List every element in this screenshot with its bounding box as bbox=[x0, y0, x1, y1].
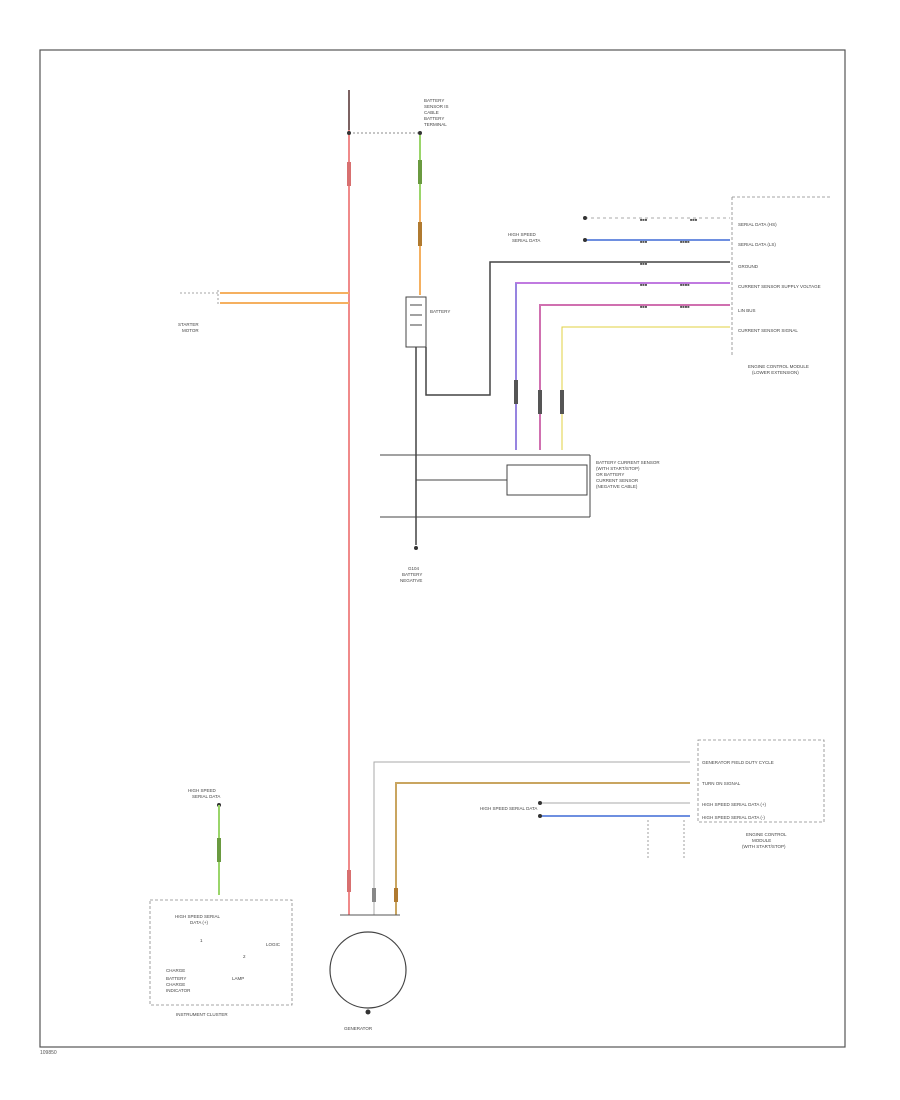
svg-text:■■■: ■■■ bbox=[640, 239, 648, 244]
current-sensor-signal-wire bbox=[561, 326, 730, 450]
ipc-title: INSTRUMENT CLUSTER bbox=[176, 1012, 228, 1017]
splice-dot bbox=[583, 238, 587, 242]
svg-text:■■■: ■■■ bbox=[640, 304, 648, 309]
ecm-row-label: SERIAL DATA (HS) bbox=[738, 222, 777, 227]
ipc-network-label: HIGH SPEED bbox=[188, 788, 217, 793]
ipc-inner-line: DATA (+) bbox=[190, 920, 208, 925]
battery-note-line: BATTERY bbox=[424, 116, 444, 121]
gen-module-rows: GENERATOR FIELD DUTY CYCLE TURN ON SIGNA… bbox=[702, 760, 774, 820]
splice-dot bbox=[418, 131, 422, 135]
wire-tag bbox=[372, 888, 376, 902]
svg-text:■■■: ■■■ bbox=[640, 261, 648, 266]
ecm-title: (LOWER EXTENSION) bbox=[752, 370, 799, 375]
ipc-misc: LOGIC bbox=[266, 942, 281, 947]
ipc-inner-line: HIGH SPEED SERIAL bbox=[175, 914, 221, 919]
battery-note-line: BATTERY bbox=[424, 98, 444, 103]
starter-label: MOTOR bbox=[182, 328, 199, 333]
svg-text:■■■■: ■■■■ bbox=[680, 239, 690, 244]
hs-network-label: SERIAL DATA bbox=[512, 238, 540, 243]
hs-network-label: HIGH SPEED bbox=[508, 232, 537, 237]
ipc-pin: 1 bbox=[200, 938, 203, 943]
wire-tag bbox=[538, 390, 542, 414]
ecm-row-label: SERIAL DATA (LS) bbox=[738, 242, 776, 247]
ipc-indicator: BATTERY bbox=[166, 976, 186, 981]
ground-label: BATTERY bbox=[402, 572, 422, 577]
sensor-label: (NEGATIVE CABLE) bbox=[596, 484, 638, 489]
gen-module-title: MODULE bbox=[752, 838, 771, 843]
ecm-title: ENGINE CONTROL MODULE bbox=[748, 364, 809, 369]
svg-text:■■■: ■■■ bbox=[690, 217, 698, 222]
gen-module-title: ENGINE CONTROL bbox=[746, 832, 787, 837]
battery-note-line: CABLE bbox=[424, 110, 439, 115]
generator-module-box bbox=[697, 739, 825, 823]
battery-note: BATTERY SENSOR IS CABLE BATTERY TERMINAL bbox=[424, 98, 449, 127]
sensor-element bbox=[506, 464, 588, 496]
battery-label: BATTERY bbox=[430, 309, 450, 314]
ipc-box bbox=[149, 899, 293, 1006]
wire-tag bbox=[560, 390, 564, 414]
ecm-row-label: LIN BUS bbox=[738, 308, 756, 313]
gen-row-label: TURN ON SIGNAL bbox=[702, 781, 741, 786]
diagram-frame bbox=[39, 49, 846, 1048]
ipc-indicator: INDICATOR bbox=[166, 988, 191, 993]
ecm-pin-markers: ■■■ ■■■ ■■■ ■■■■ ■■■ ■■■ ■■■■ ■■■ ■■■■ bbox=[640, 217, 698, 309]
wire-tag bbox=[514, 380, 518, 404]
battery-note-line: TERMINAL bbox=[424, 122, 447, 127]
ipc-misc: CHARGE bbox=[166, 968, 185, 973]
gen-row-label: HIGH SPEED SERIAL DATA (+) bbox=[702, 802, 767, 807]
splice-dot bbox=[347, 131, 351, 135]
current-sensor-supply-wire bbox=[515, 282, 730, 450]
wire-tag bbox=[347, 162, 351, 186]
wire-tag bbox=[418, 222, 422, 246]
sensor-label: CURRENT SENSOR bbox=[596, 478, 639, 483]
ground-label: G104 bbox=[408, 566, 420, 571]
ground-terminal bbox=[414, 546, 418, 550]
svg-text:■■■: ■■■ bbox=[640, 217, 648, 222]
ipc-pin: 2 bbox=[243, 954, 246, 959]
gen-row-label: GENERATOR FIELD DUTY CYCLE bbox=[702, 760, 774, 765]
generator-label: GENERATOR bbox=[344, 1026, 373, 1031]
gen-network-label: HIGH SPEED SERIAL DATA bbox=[480, 806, 537, 811]
ipc-indicator: CHARGE bbox=[166, 982, 185, 987]
gen-row-label: HIGH SPEED SERIAL DATA (-) bbox=[702, 815, 765, 820]
svg-text:■■■■: ■■■■ bbox=[680, 282, 690, 287]
generator-field-wire bbox=[373, 761, 690, 915]
sensor-label: BATTERY CURRENT SENSOR bbox=[596, 460, 660, 465]
ground-wire bbox=[425, 261, 730, 396]
generator-turn-on-wire bbox=[395, 782, 690, 915]
ground-label: NEGATIVE bbox=[400, 578, 422, 583]
splice-dot bbox=[538, 814, 542, 818]
splice-dot bbox=[583, 216, 587, 220]
splice-dot bbox=[538, 801, 542, 805]
ecm-rows: SERIAL DATA (HS) SERIAL DATA (LS) GROUND… bbox=[738, 222, 821, 333]
gen-module-title: (WITH START/STOP) bbox=[742, 844, 786, 849]
starter-label: STARTER bbox=[178, 322, 199, 327]
battery-note-line: SENSOR IS bbox=[424, 104, 449, 109]
ipc-network-label: SERIAL DATA bbox=[192, 794, 220, 799]
sensor-label: OR BATTERY bbox=[596, 472, 624, 477]
generator-symbol bbox=[329, 931, 407, 1009]
wire-tag bbox=[217, 838, 221, 862]
wire-tag bbox=[418, 160, 422, 184]
generator-ground bbox=[365, 1009, 371, 1015]
svg-text:■■■■: ■■■■ bbox=[680, 304, 690, 309]
sensor-label: (WITH START/STOP) bbox=[596, 466, 640, 471]
wire-tag bbox=[394, 888, 398, 902]
wire-tag bbox=[347, 870, 351, 892]
ecm-row-label: CURRENT SENSOR SUPPLY VOLTAGE bbox=[738, 284, 821, 289]
ecm-row-label: GROUND bbox=[738, 264, 759, 269]
svg-text:■■■: ■■■ bbox=[640, 282, 648, 287]
ecm-row-label: CURRENT SENSOR SIGNAL bbox=[738, 328, 798, 333]
corner-note: 109850 bbox=[40, 1050, 57, 1056]
ipc-misc: LAMP bbox=[232, 976, 244, 981]
